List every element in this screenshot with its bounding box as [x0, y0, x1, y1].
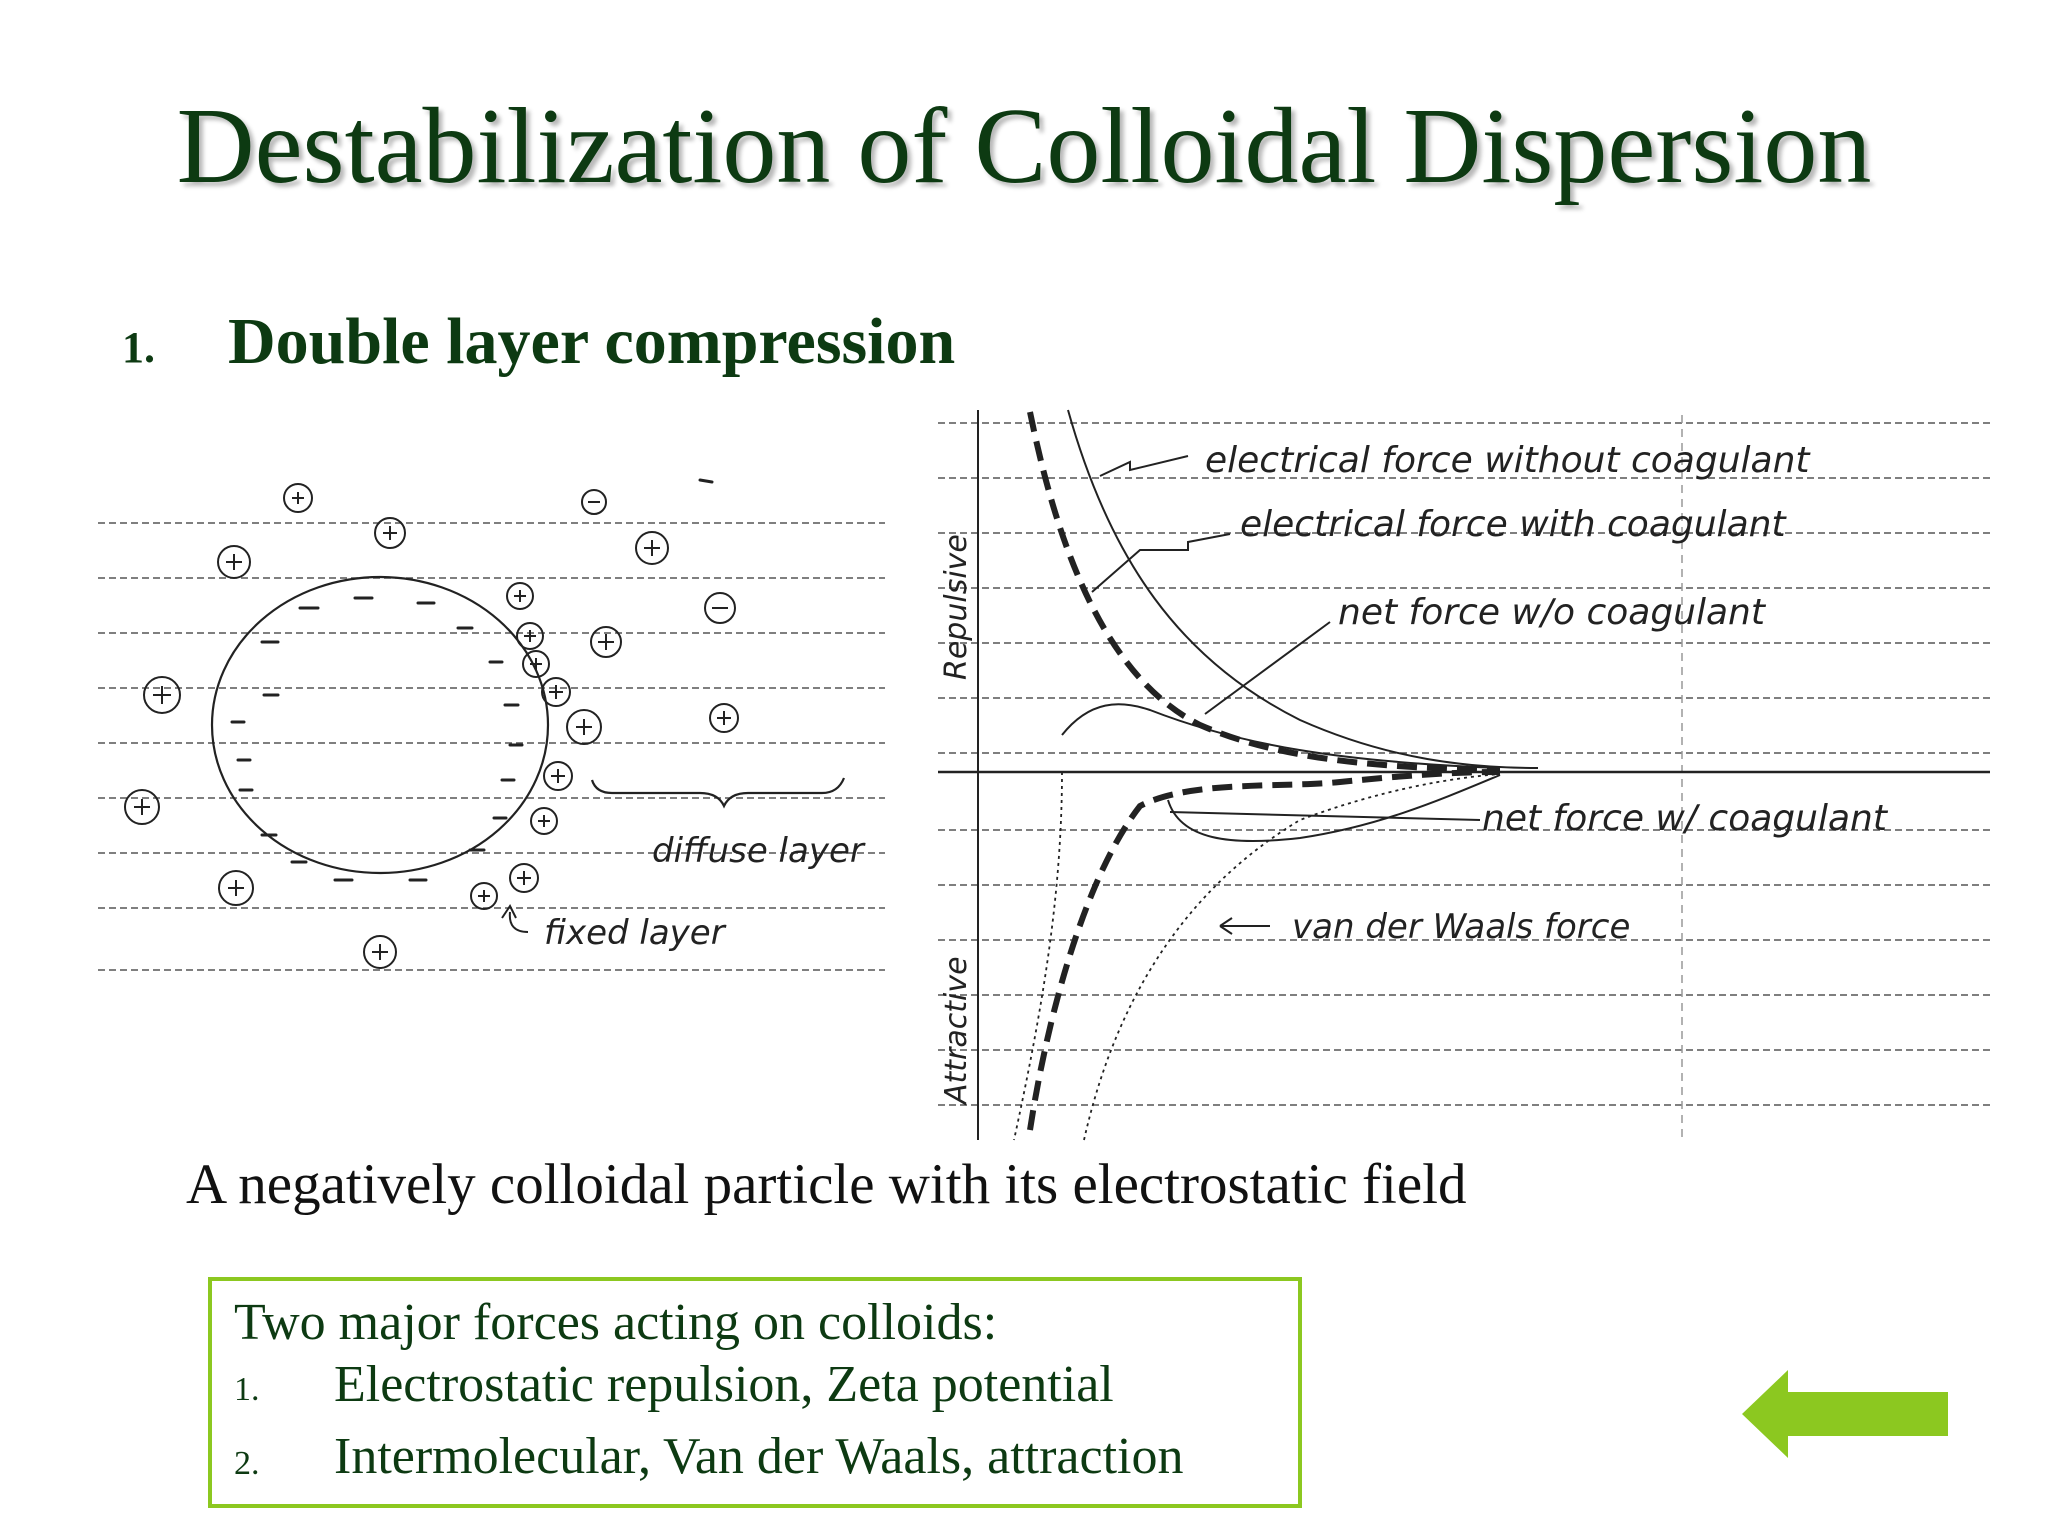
forces-heading: Two major forces acting on colloids: [234, 1294, 998, 1351]
slide-title: Destabilization of Colloidal Dispersion [176, 87, 1872, 206]
list-number: 1. [122, 323, 155, 372]
label-van-der-waals: van der Waals force [1292, 907, 1630, 947]
force-item-number: 2. [234, 1445, 260, 1482]
negative-charges [230, 478, 714, 882]
curve-leader-lines [1091, 455, 1481, 935]
diffuse-layer-brace [590, 777, 846, 809]
attractive-axis-label: Attractive [939, 956, 974, 1106]
label-net-with: net force w/ coagulant [1482, 798, 1889, 839]
label-net-without: net force w/o coagulant [1338, 592, 1767, 633]
force-item-text: Electrostatic repulsion, Zeta potential [334, 1356, 1114, 1413]
repulsive-axis-label: Repulsive [939, 534, 974, 680]
diffuse-layer-label: diffuse layer [652, 831, 866, 871]
fixed-layer-label: fixed layer [544, 913, 727, 953]
left-ruled-lines [98, 522, 885, 971]
electrical-force-with-coagulant-curve [1027, 411, 1501, 773]
section-heading: Double layer compression [228, 305, 956, 378]
label-electrical-without: electrical force without coagulant [1205, 440, 1811, 481]
fixed-layer-arrow [508, 911, 529, 933]
van-der-waals-curve [1013, 771, 1063, 1141]
diagram-caption: A negatively colloidal particle with its… [186, 1153, 1467, 1216]
colloid-diagram: diffuse layer fixed layer Repulsive Attr… [98, 409, 1990, 1141]
back-arrow-icon[interactable] [1742, 1370, 1948, 1458]
net-force-loop-curve [1167, 774, 1501, 843]
force-item-number: 1. [234, 1371, 260, 1408]
electrical-force-without-coagulant-curve [1067, 409, 1539, 769]
forces-box: Two major forces acting on colloids: 1. … [208, 1277, 1302, 1508]
force-item-text: Intermolecular, Van der Waals, attractio… [334, 1428, 1184, 1485]
label-electrical-with: electrical force with coagulant [1240, 504, 1787, 545]
net-force-with-coagulant-curve [1027, 769, 1501, 1131]
free-negative-ions [581, 489, 736, 624]
colloid-particle [210, 575, 550, 875]
van-der-waals-curve-2 [1083, 773, 1501, 1141]
net-force-without-coagulant-curve [1061, 703, 1501, 769]
positive-ions [124, 483, 739, 969]
